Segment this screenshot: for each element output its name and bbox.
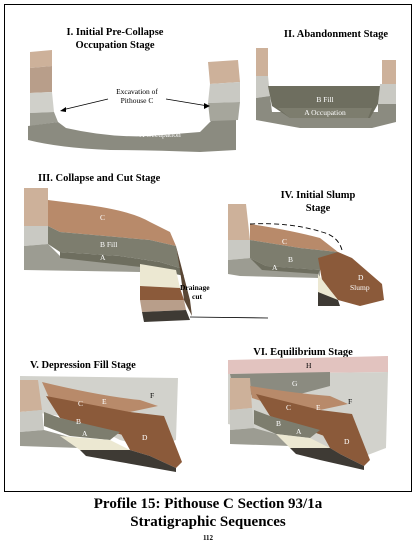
panel-4-label-c: C xyxy=(282,237,287,246)
panel-6-base-layer xyxy=(230,428,290,446)
panel-2-right-tan xyxy=(382,60,396,84)
page-number: 112 xyxy=(202,534,214,542)
panel-4-dark-layer xyxy=(318,292,340,306)
panel-3: III. Collapse and Cut Stage C B Fill A D… xyxy=(24,173,269,322)
panel-6-label-f: F xyxy=(348,397,352,406)
panel-3-dark-layer xyxy=(142,310,190,322)
panel-3-b-fill-layer xyxy=(48,226,180,268)
panel-4-c-layer xyxy=(250,224,338,252)
panel-3-brown-layer xyxy=(140,286,184,300)
panel-2-a-occupation-layer xyxy=(278,108,372,118)
panel-4-label-d: D xyxy=(358,273,364,282)
panel-1-left-wall xyxy=(30,50,58,126)
panel-1-title-line1: I. Initial Pre-Collapse xyxy=(67,27,164,38)
panel-4-gray-block xyxy=(228,240,250,260)
panel-5: V. Depression Fill Stage C E F B A D xyxy=(20,360,182,472)
panel-4-a-layer xyxy=(250,258,320,274)
panel-2: II. Abandonment Stage B Fill A Occupatio… xyxy=(256,29,396,128)
panel-4-label-b: B xyxy=(288,255,293,264)
panel-5-base-layer xyxy=(20,430,80,448)
panel-4-title-line1: IV. Initial Slump xyxy=(281,190,356,201)
panel-2-left-gray xyxy=(256,76,270,98)
panel-5-gray-block xyxy=(20,410,44,432)
panel-5-label-f: F xyxy=(150,391,154,400)
panel-6-label-h: H xyxy=(306,361,312,370)
panel-2-label-occupation: A Occupation xyxy=(304,108,346,117)
panel-3-c-layer xyxy=(48,200,176,246)
panel-3-a-layer xyxy=(60,252,184,276)
panel-5-label-e: E xyxy=(102,397,107,406)
figure-caption-line2: Stratigraphic Sequences xyxy=(130,514,286,530)
panel-3-title: III. Collapse and Cut Stage xyxy=(38,173,161,184)
panel-4-title-line2: Stage xyxy=(306,203,331,214)
panel-3-drainage-cut xyxy=(176,246,192,316)
panel-5-label-a: A xyxy=(82,429,88,438)
panel-4-label-slump: Slump xyxy=(350,283,370,292)
panel-6: VI. Equilibrium Stage H G C E F B A D xyxy=(228,347,388,470)
panel-1-callout-arrow-right xyxy=(165,98,209,107)
panel-6-gray-block xyxy=(230,408,254,430)
panel-6-label-a: A xyxy=(296,427,302,436)
panel-4-original-surface-dashed xyxy=(249,223,343,251)
panel-6-dark-base xyxy=(290,448,364,470)
panel-2-label-b-fill: B Fill xyxy=(316,95,333,104)
figure-frame xyxy=(4,4,412,492)
panel-2-right-gray xyxy=(378,84,396,104)
panel-1-callout-line1: Excavation of xyxy=(116,87,158,96)
panel-5-tan-block xyxy=(20,380,42,412)
panel-6-label-d: D xyxy=(344,437,350,446)
panel-4-b-layer xyxy=(250,240,338,270)
panel-5-label-c: C xyxy=(78,399,83,408)
panel-6-label-e: E xyxy=(316,403,321,412)
panel-1-right-wall xyxy=(208,60,240,121)
panel-3-label-c: C xyxy=(100,213,105,222)
panel-3-ground-line xyxy=(189,316,269,319)
panel-3-tan-layer xyxy=(140,300,186,312)
panel-6-b-layer xyxy=(254,410,320,438)
panel-4: IV. Initial Slump Stage C B A D Slump xyxy=(228,190,384,306)
panel-1-arrowhead-left xyxy=(60,107,66,112)
panel-4-slump-layer xyxy=(318,252,384,306)
panel-4-tan-block xyxy=(228,204,250,240)
panel-6-d-layer xyxy=(320,410,370,466)
panel-6-label-c: C xyxy=(286,403,291,412)
panel-5-pale-layer xyxy=(60,436,130,450)
panel-2-title: II. Abandonment Stage xyxy=(284,29,388,40)
panel-3-label-b-fill: B Fill xyxy=(100,240,117,249)
panel-1: I. Initial Pre-Collapse Occupation Stage… xyxy=(28,27,240,152)
panel-3-base-layer xyxy=(24,244,140,272)
panel-6-label-b: B xyxy=(276,419,281,428)
panel-5-label-b: B xyxy=(76,417,81,426)
panel-1-callout-arrow-left xyxy=(61,98,109,111)
panel-1-callout-line2: Pithouse C xyxy=(121,96,154,105)
panel-6-label-g: G xyxy=(292,379,298,388)
panel-3-tan-block xyxy=(24,188,48,226)
panel-5-dark-base xyxy=(80,450,176,472)
panel-5-c-top-band xyxy=(42,382,158,412)
panel-3-gray-block xyxy=(24,226,48,246)
panel-6-pale-layer xyxy=(276,434,330,448)
panel-3-callout-line1: Drainage xyxy=(180,283,210,292)
panel-6-title: VI. Equilibrium Stage xyxy=(253,347,353,358)
figure-caption-line1: Profile 15: Pithouse C Section 93/1a xyxy=(93,496,323,512)
panel-3-callout-line2: cut xyxy=(192,292,203,301)
panel-1-label-occupation: A Occupation xyxy=(139,130,181,139)
panel-5-label-d: D xyxy=(142,433,148,442)
panel-2-left-tan xyxy=(256,48,268,76)
panel-1-arrowhead-right xyxy=(204,103,210,109)
panel-3-pale-layer xyxy=(140,264,180,288)
panel-6-h-layer xyxy=(228,356,388,374)
panel-1-title-line2: Occupation Stage xyxy=(75,40,154,51)
panel-4-label-a: A xyxy=(272,263,278,272)
panel-4-pale-layer xyxy=(318,274,338,300)
panel-6-tan-block xyxy=(230,378,252,410)
panel-1-occupation-layer xyxy=(28,118,236,152)
panel-5-title: V. Depression Fill Stage xyxy=(30,360,136,371)
panel-5-d-layer xyxy=(120,412,182,468)
panel-5-b-layer xyxy=(44,412,120,440)
panel-3-label-a: A xyxy=(100,253,106,262)
